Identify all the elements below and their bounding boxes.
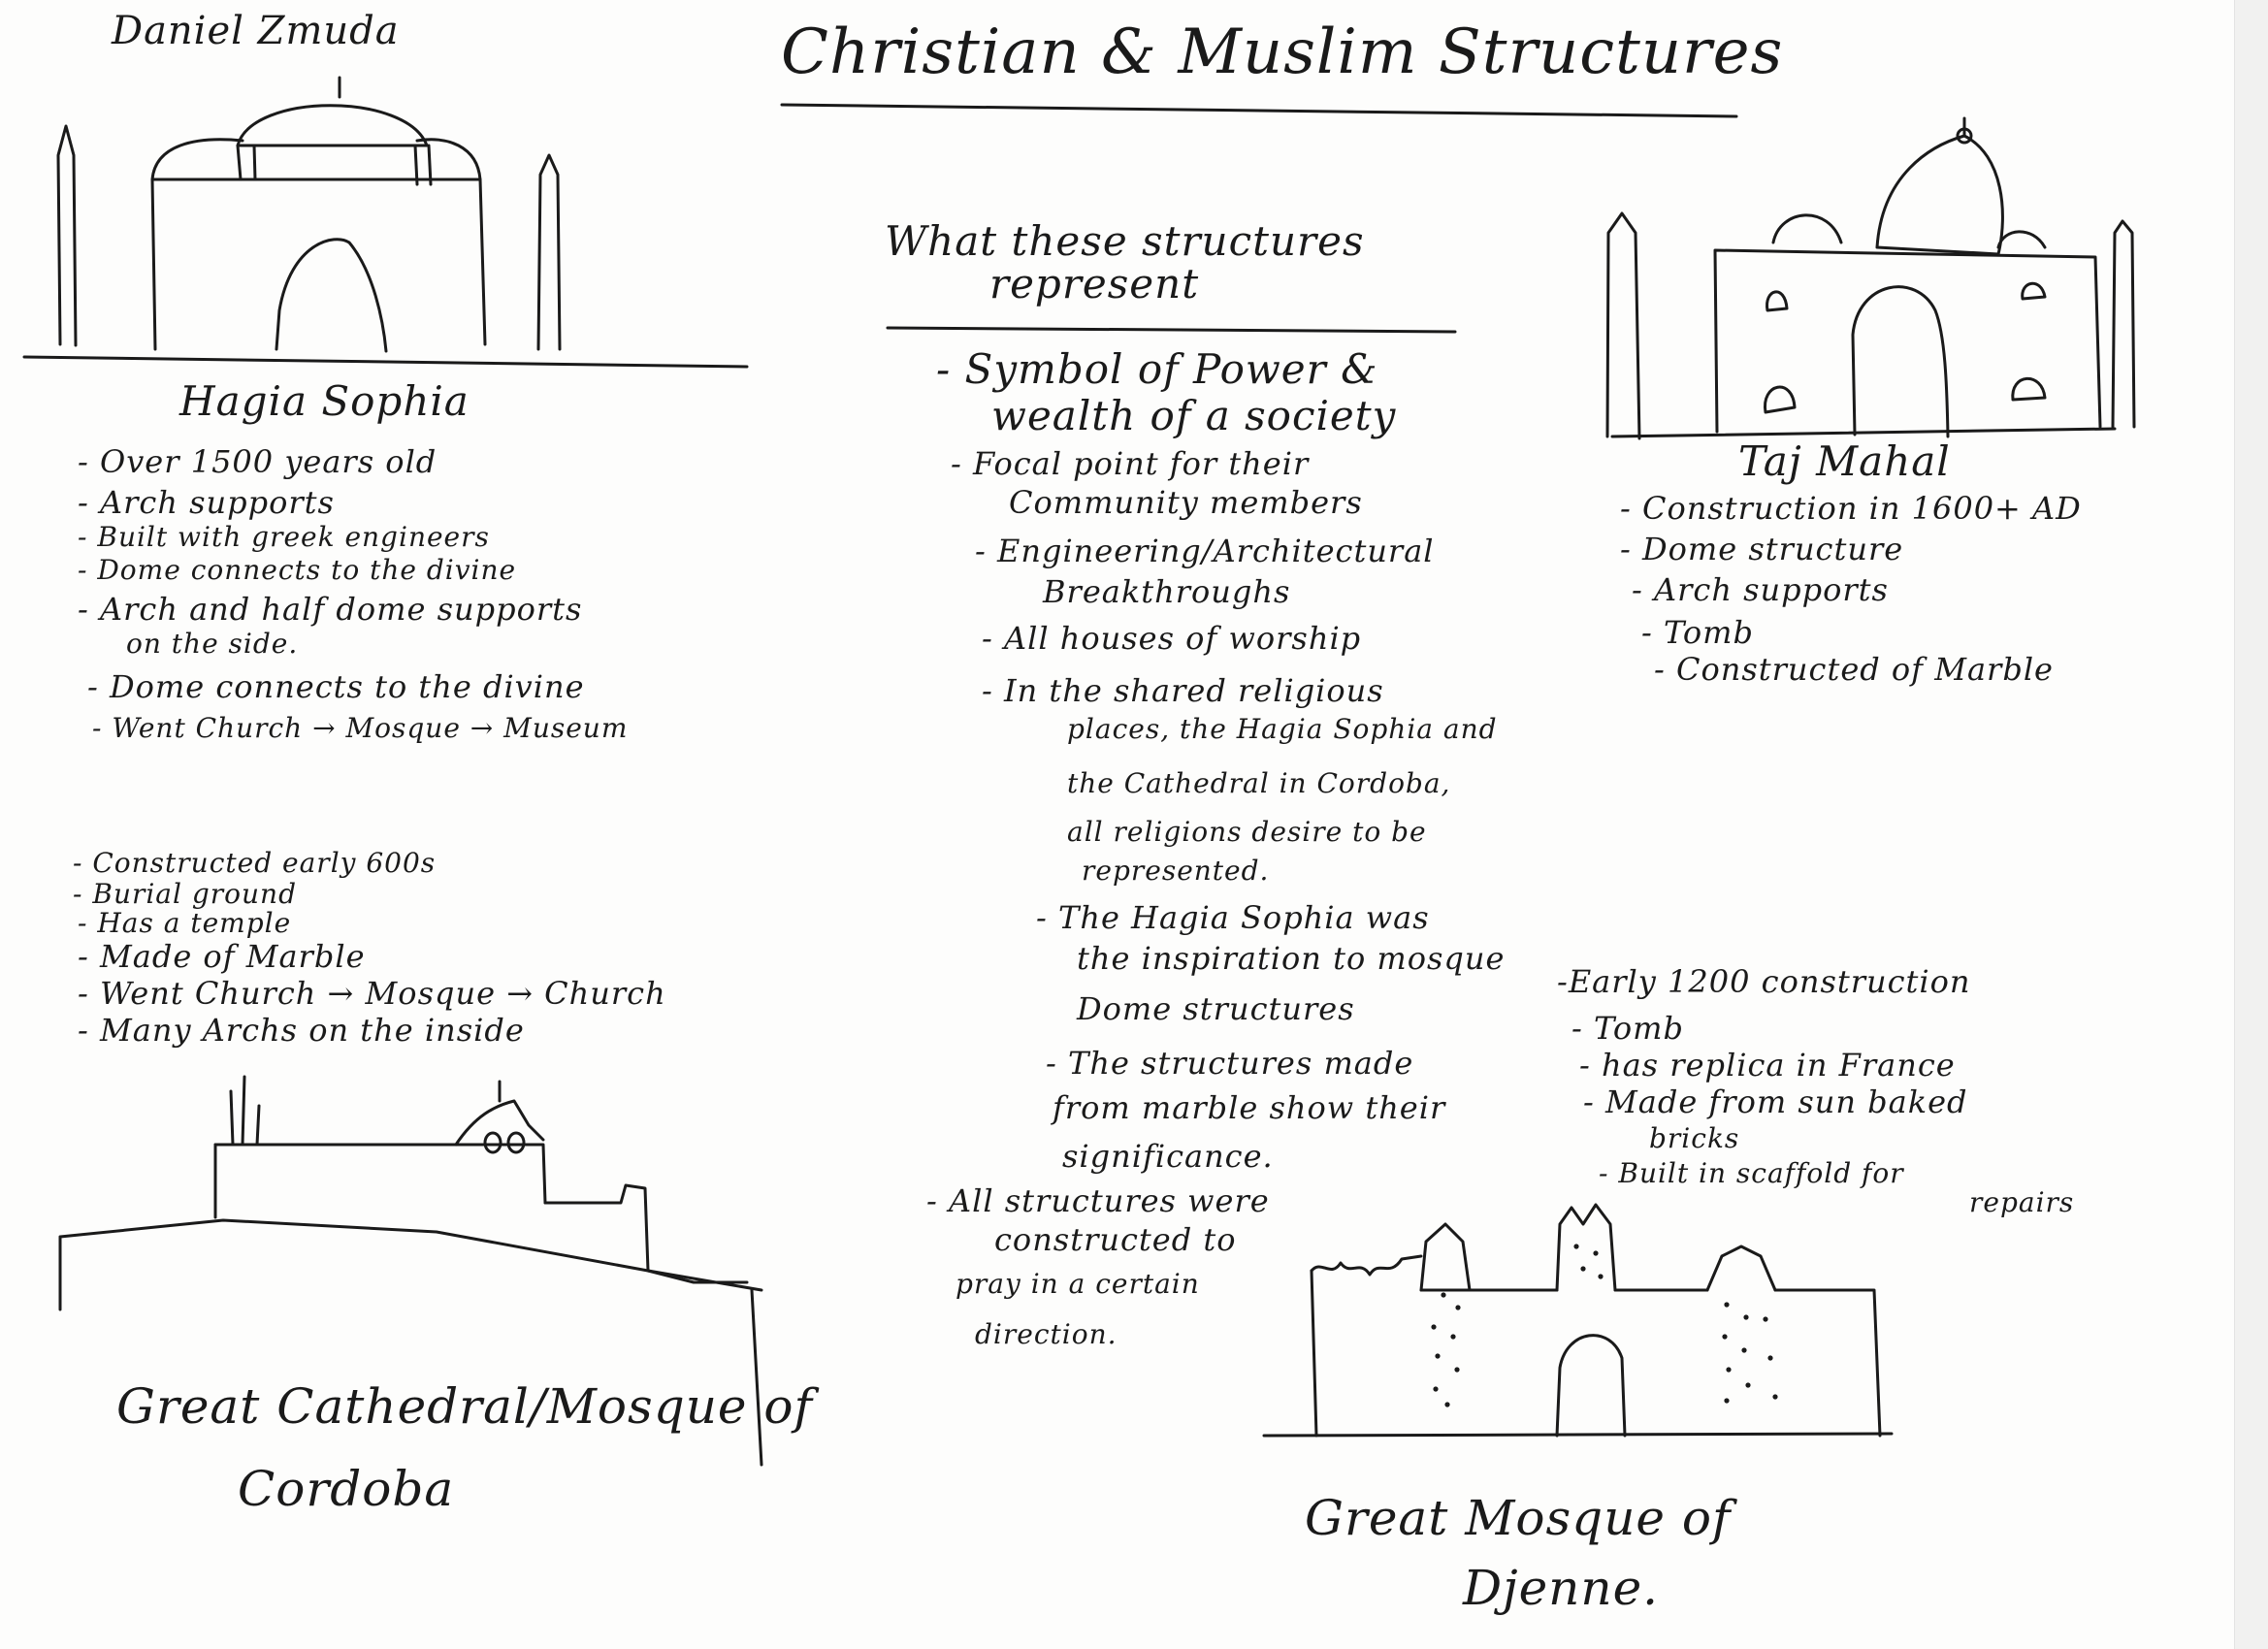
hagia-note: - Dome connects to the divine [87,668,585,705]
hagia-note: - Went Church → Mosque → Museum [92,712,629,744]
center-heading-line1: What these structures [885,217,1365,265]
djenne-note: - Made from sun baked [1583,1083,1968,1120]
cordoba-note: - Made of Marble [78,938,366,975]
center-item: the inspiration to mosque [1077,940,1506,977]
taj-note: - Tomb [1641,614,1754,651]
center-item: the Cathedral in Cordoba, [1067,767,1451,799]
cordoba-note: - Burial ground [73,878,298,910]
center-item: - All houses of worship [982,620,1362,657]
taj-note: - Dome structure [1620,531,1904,567]
taj-note: - Construction in 1600+ AD [1620,490,2082,527]
center-item: - Focal point for their [951,445,1310,482]
djenne-label-line1: Great Mosque of [1305,1490,1732,1546]
center-heading-line2: represent [989,260,1200,307]
center-item: Dome structures [1077,990,1355,1027]
page-title: Christian & Muslim Structures [781,16,1784,88]
hagia-note: - Arch supports [78,484,335,521]
center-item: constructed to [994,1221,1237,1258]
center-item: all religions desire to be [1067,816,1427,848]
taj-note: - Constructed of Marble [1654,651,2054,688]
cordoba-label-line2: Cordoba [238,1461,455,1517]
cordoba-note: - Many Archs on the inside [78,1012,525,1049]
taj-note: - Arch supports [1632,571,1889,608]
hagia-sophia-label: Hagia Sophia [179,377,470,425]
cordoba-label-line1: Great Cathedral/Mosque of [116,1378,813,1435]
center-item: - All structures were [926,1182,1270,1219]
hagia-note: - Dome connects to the divine [78,554,517,586]
center-item: from marble show their [1053,1089,1446,1126]
center-item: represented. [1082,855,1270,887]
djenne-note: repairs [1969,1186,2075,1218]
djenne-note: - Tomb [1571,1010,1684,1047]
center-item: - In the shared religious [982,672,1384,709]
hagia-note: - Built with greek engineers [78,521,490,553]
djenne-note: -Early 1200 construction [1557,963,1971,1000]
center-item: places, the Hagia Sophia and [1067,713,1498,745]
cordoba-note: - Constructed early 600s [73,847,437,879]
center-item: - The structures made [1046,1045,1414,1082]
hagia-note: - Arch and half dome supports [78,591,583,628]
center-item: significance. [1062,1138,1274,1175]
djenne-wall-dots [1431,1244,1778,1407]
center-item: Community members [1009,484,1363,521]
cordoba-note: - Went Church → Mosque → Church [78,975,666,1012]
center-item: - The Hagia Sophia was [1036,899,1430,936]
cordoba-note: - Has a temple [78,907,292,939]
paper-edge [2234,0,2268,1649]
center-item: - Engineering/Architectural [975,533,1435,569]
center-item: wealth of a society [991,392,1397,439]
djenne-label-line2: Djenne. [1463,1560,1660,1616]
taj-mahal-label: Taj Mahal [1738,437,1951,485]
center-item: Breakthroughs [1043,573,1291,610]
djenne-note: bricks [1649,1122,1740,1154]
djenne-note: - has replica in France [1579,1047,1956,1083]
djenne-note: - Built in scaffold for [1599,1157,1904,1189]
author-name: Daniel Zmuda [112,9,400,53]
center-item: direction. [975,1318,1118,1350]
center-item: pray in a certain [956,1268,1200,1300]
center-item: - Symbol of Power & [936,345,1378,393]
hagia-note: on the side. [126,628,299,660]
hagia-note: - Over 1500 years old [78,443,437,480]
